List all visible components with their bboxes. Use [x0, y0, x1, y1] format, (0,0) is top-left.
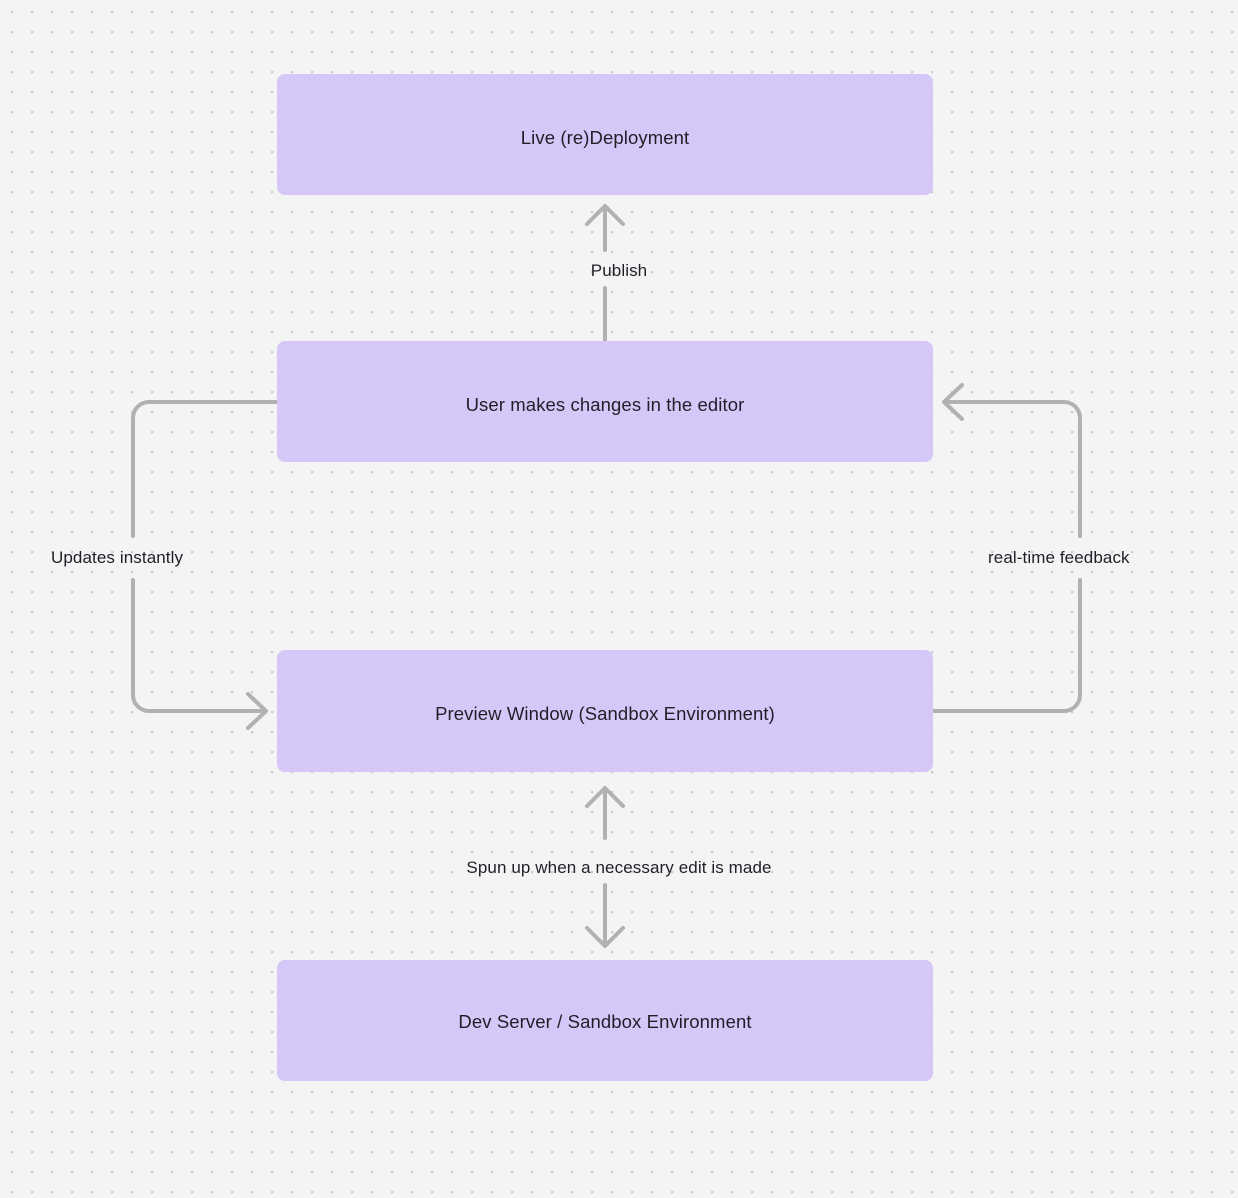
node-user-makes-changes[interactable]: User makes changes in the editor [277, 341, 933, 462]
node-preview-window[interactable]: Preview Window (Sandbox Environment) [277, 650, 933, 772]
node-label-user-makes-changes: User makes changes in the editor [465, 394, 745, 415]
edge-label-publish: Publish [590, 261, 648, 280]
edge-label-updates-instantly: Updates instantly [51, 548, 184, 567]
node-live-redeployment[interactable]: Live (re)Deployment [277, 74, 933, 195]
edge-label-spun-up: Spun up when a necessary edit is made [466, 858, 772, 877]
node-dev-server[interactable]: Dev Server / Sandbox Environment [277, 960, 933, 1081]
node-label-dev-server: Dev Server / Sandbox Environment [458, 1011, 752, 1032]
edge-label-real-time-feedback: real-time feedback [988, 548, 1130, 567]
node-label-preview-window: Preview Window (Sandbox Environment) [435, 703, 775, 724]
node-label-live-redeployment: Live (re)Deployment [520, 127, 690, 148]
